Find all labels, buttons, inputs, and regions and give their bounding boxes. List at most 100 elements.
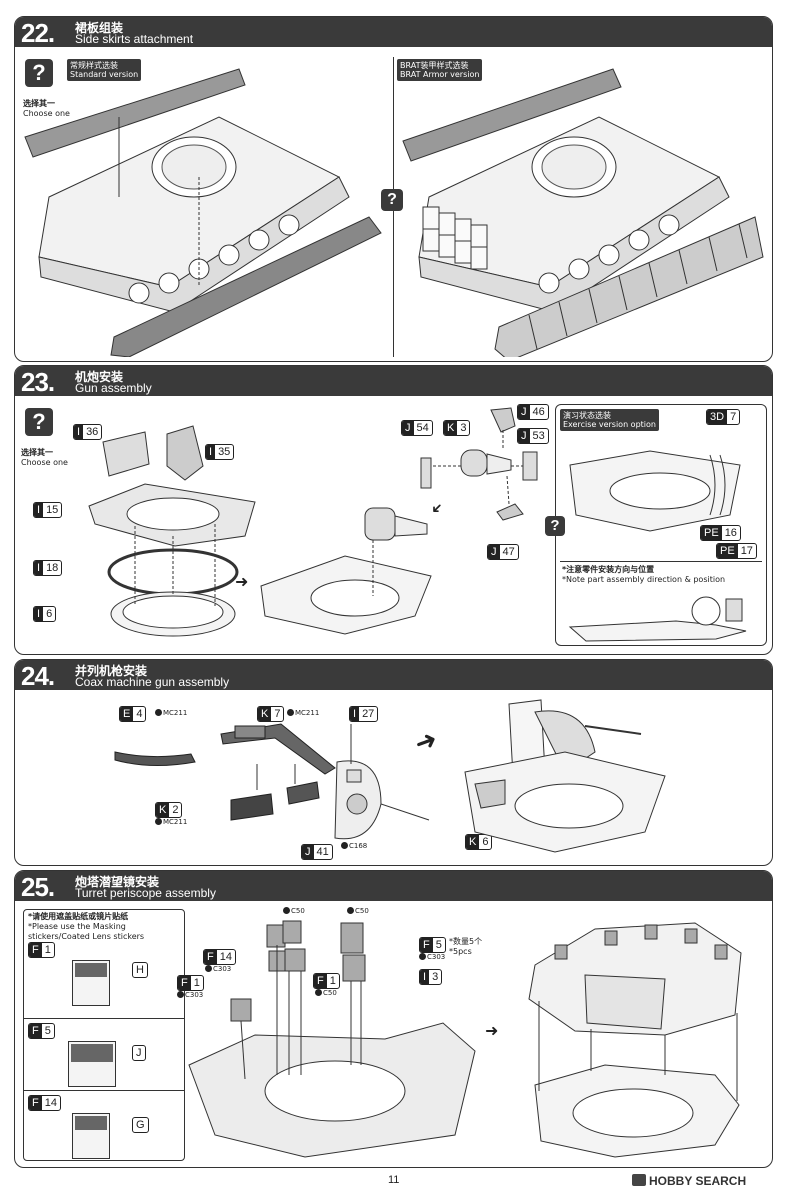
part-letter: F — [178, 976, 191, 990]
arrow-right-icon: ➜ — [485, 1023, 499, 1040]
step-22: 22. 裙板组装 Side skirts attachment ? 选择其一 C… — [14, 16, 773, 362]
sticker-label: H — [132, 962, 148, 978]
option-b-en: BRAT Armor version — [400, 70, 480, 79]
part-number: 7 — [730, 411, 737, 423]
paint-code: C50 — [315, 989, 337, 997]
part-letter: J — [402, 421, 414, 435]
exercise-turret-illustration — [569, 450, 741, 532]
part-number: 3 — [460, 422, 467, 434]
note-detail-illustration — [568, 596, 747, 642]
paint-code-text: C303 — [213, 965, 232, 973]
arrow-right-icon: ➜ — [235, 574, 249, 591]
turret-ring-exploded-illustration — [88, 425, 256, 637]
step-header: 24. 并列机枪安装 Coax machine gun assembly — [15, 660, 772, 691]
part-number: 7 — [274, 708, 281, 720]
paint-code-text: C168 — [349, 842, 368, 850]
part-number: 5 — [435, 939, 442, 951]
part-number: 46 — [532, 406, 545, 418]
paint-code-text: MC211 — [163, 709, 188, 717]
paint-code: MC211 — [287, 709, 319, 717]
part-letter: I — [34, 607, 44, 621]
sticker-label: J — [132, 1045, 146, 1061]
periscope-block — [72, 960, 110, 1006]
mask-note-zh: *请使用遮盖贴纸或镜片贴纸 — [28, 912, 129, 921]
step-header: 23. 机炮安装 Gun assembly — [15, 366, 772, 397]
option-en: Exercise version option — [563, 420, 656, 429]
question-icon: ? — [25, 59, 53, 87]
part-letter: PE — [717, 544, 738, 558]
paint-code: C303 — [419, 953, 445, 961]
part-letter: I — [206, 445, 216, 459]
part-number: 1 — [44, 944, 51, 956]
part-letter: J — [488, 545, 500, 559]
part-number: 4 — [136, 708, 143, 720]
part-number: 14 — [219, 951, 232, 963]
periscope-block — [72, 1113, 110, 1159]
question-icon: ? — [545, 516, 565, 536]
choose-en: Choose one — [23, 109, 70, 118]
part-letter: 3D — [707, 410, 728, 424]
turret-periscope-installed-illustration — [528, 922, 742, 1158]
paint-code-text: C50 — [355, 907, 369, 915]
periscope-block — [68, 1041, 116, 1087]
part-number: 1 — [193, 977, 200, 989]
note-zh: *注意零件安装方向与位置 — [562, 565, 655, 574]
logo-mark-icon — [632, 1174, 646, 1186]
option-zh: 演习状态选装 — [563, 411, 611, 420]
paint-code: C50 — [283, 907, 305, 915]
part-letter: F — [29, 1024, 42, 1038]
option-b-label: BRAT装甲样式选装 BRAT Armor version — [397, 59, 483, 81]
step-title-en: Side skirts attachment — [75, 32, 194, 46]
sticker-label: G — [132, 1117, 149, 1133]
option-a-label: 常规样式选装 Standard version — [67, 59, 142, 81]
turret-periscope-exploded-illustration — [188, 920, 476, 1158]
exercise-option-label: 演习状态选装 Exercise version option — [560, 409, 659, 431]
masking-sticker-panel: *请使用遮盖贴纸或镜片贴纸 *Please use the Masking st… — [23, 909, 185, 1161]
paint-code: MC211 — [155, 709, 187, 717]
option-a-en: Standard version — [70, 70, 139, 79]
step-header: 25. 炮塔潜望镜安装 Turret periscope assembly — [15, 871, 772, 902]
coax-mg-installed-illustration — [464, 699, 666, 853]
part-number: 6 — [46, 608, 53, 620]
logo-text: HOBBY SEARCH — [649, 1174, 747, 1188]
part-number: 53 — [532, 430, 545, 442]
choose-zh: 选择其一 — [21, 448, 53, 457]
step-title-zh: 炮塔潜望镜安装 — [75, 875, 160, 889]
paint-code: MC211 — [155, 818, 187, 826]
sticker-letter: J — [136, 1047, 142, 1059]
part-number: 15 — [46, 504, 59, 516]
part-letter: J — [302, 845, 314, 859]
part-number: 16 — [724, 527, 737, 539]
part-letter: F — [29, 943, 42, 957]
paint-code-text: MC211 — [163, 818, 188, 826]
paint-code-text: MC211 — [295, 709, 320, 717]
part-letter: F — [314, 974, 327, 988]
part-number: 27 — [362, 708, 375, 720]
sticker-letter: H — [136, 964, 144, 976]
part-number: 17 — [740, 545, 753, 557]
note-en: *Note part assembly direction & position — [562, 575, 726, 584]
part-number: 18 — [46, 562, 59, 574]
part-letter: I — [420, 970, 430, 984]
part-letter: I — [34, 503, 44, 517]
step-number: 22. — [21, 18, 55, 48]
sticker-letter: G — [136, 1119, 145, 1131]
paint-code: C50 — [347, 907, 369, 915]
paint-code-text: C50 — [291, 907, 305, 915]
option-a-zh: 常规样式选装 — [70, 61, 118, 70]
